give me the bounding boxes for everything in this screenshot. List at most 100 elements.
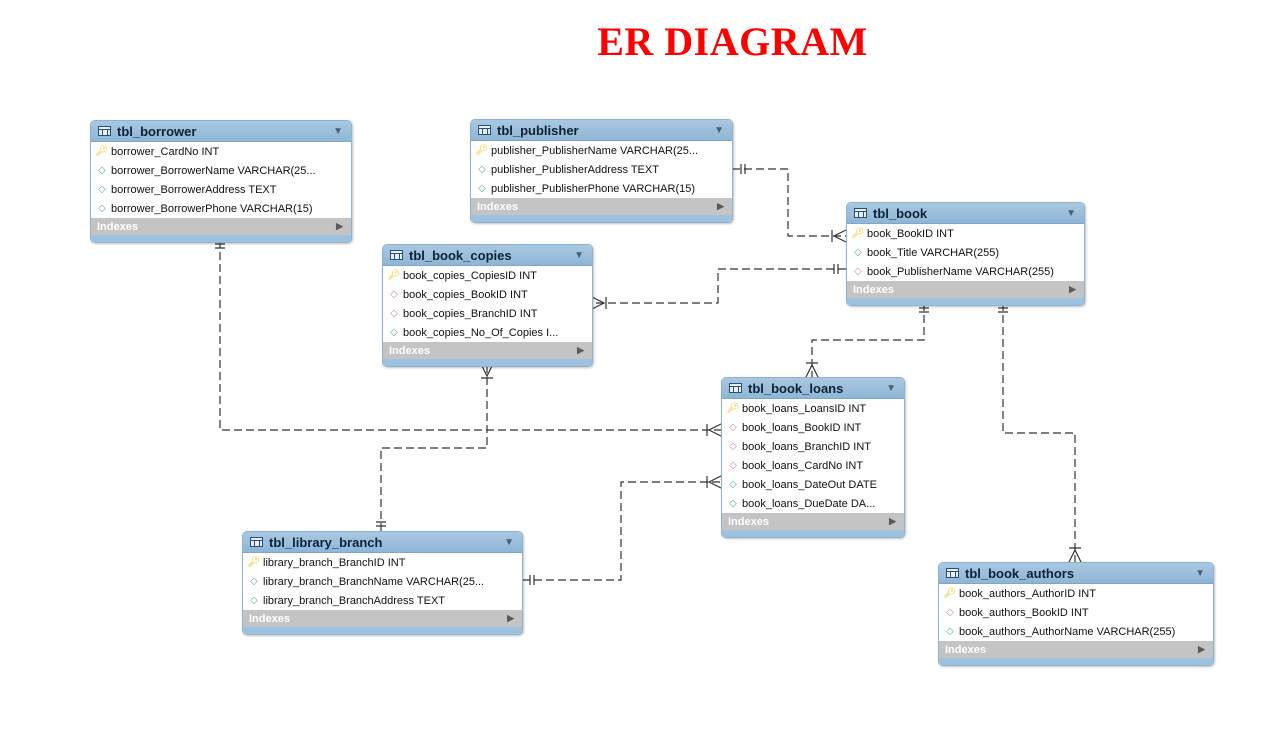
indexes-bar[interactable]: Indexes▶ [243,610,522,627]
column-diamond-icon: ◇ [250,595,258,606]
column-row[interactable]: ◇book_copies_BranchID INT [383,304,592,323]
triangle-right-icon[interactable]: ▶ [577,345,584,355]
indexes-label: Indexes [389,344,430,357]
triangle-down-icon[interactable]: ▼ [1195,567,1205,579]
indexes-bar[interactable]: Indexes▶ [91,218,351,235]
column-label: publisher_PublisherPhone VARCHAR(15) [491,182,696,195]
indexes-bar[interactable]: Indexes ▶ [939,641,1213,658]
table-header[interactable]: tbl_publisher ▼ [471,120,732,141]
column-label: book_loans_CardNo INT [742,459,864,472]
rel-branch-loans [522,481,721,581]
triangle-down-icon[interactable]: ▼ [574,249,584,261]
foreign-key-diamond-icon: ◇ [390,289,398,300]
triangle-right-icon[interactable]: ▶ [507,613,514,623]
column-diamond-icon: ◇ [729,479,737,490]
table-book-loans[interactable]: tbl_book_loans ▼ 🔑︎book_loans_LoansID IN… [721,377,905,538]
column-row[interactable]: 🔑︎book_authors_AuthorID INT [939,584,1213,603]
triangle-down-icon[interactable]: ▼ [333,125,343,137]
indexes-bar[interactable]: Indexes▶ [847,281,1084,298]
column-row[interactable]: ◇ borrower_BorrowerAddress TEXT [91,180,351,199]
column-label: book_authors_AuthorName VARCHAR(255) [959,625,1176,638]
table-book-authors[interactable]: tbl_book_authors ▼ 🔑︎book_authors_Author… [938,562,1214,666]
triangle-right-icon[interactable]: ▶ [336,221,343,231]
table-name: tbl_book_authors [965,565,1075,581]
column-row[interactable]: ◇ library_branch_BranchName VARCHAR(25... [243,572,522,591]
indexes-bar[interactable]: Indexes ▶ [383,342,592,359]
table-publisher[interactable]: tbl_publisher ▼ 🔑︎publisher_PublisherNam… [470,119,733,223]
column-row[interactable]: ◇ book_loans_BookID INT [722,418,904,437]
table-header[interactable]: tbl_book ▼ [847,203,1084,224]
column-row[interactable]: 🔑︎library_branch_BranchID INT [243,553,522,572]
triangle-right-icon[interactable]: ▶ [1198,644,1205,654]
table-footer [91,235,351,242]
column-row[interactable]: ◇borrower_BorrowerPhone VARCHAR(15) [91,199,351,218]
column-row[interactable]: ◇book_PublisherName VARCHAR(255) [847,262,1084,281]
column-row[interactable]: ◇ book_copies_BookID INT [383,285,592,304]
table-name: tbl_book_copies [409,247,512,263]
table-borrower[interactable]: tbl_borrower ▼ 🔑︎borrower_CardNo INT ◇bo… [90,120,352,243]
triangle-right-icon[interactable]: ▶ [1069,284,1076,294]
table-book-copies[interactable]: tbl_book_copies ▼ 🔑︎book_copies_CopiesID… [382,244,593,367]
key-icon: 🔑︎ [943,588,957,599]
triangle-down-icon[interactable]: ▼ [714,124,724,136]
table-header[interactable]: tbl_book_loans ▼ [722,378,904,399]
column-row[interactable]: ◇ book_loans_DateOut DATE [722,475,904,494]
foreign-key-diamond-icon: ◇ [729,422,737,433]
column-label: borrower_BorrowerAddress TEXT [111,183,277,196]
table-footer [383,359,592,366]
column-label: book_loans_BranchID INT [742,440,872,453]
triangle-down-icon[interactable]: ▼ [504,536,514,548]
column-row[interactable]: ◇book_authors_AuthorName VARCHAR(255) [939,622,1213,641]
table-header[interactable]: tbl_library_branch ▼ [243,532,522,553]
indexes-bar[interactable]: Indexes▶ [722,513,904,530]
column-diamond-icon: ◇ [478,164,486,175]
column-diamond-icon: ◇ [98,184,106,195]
table-name: tbl_library_branch [269,534,383,550]
column-row[interactable]: ◇book_copies_No_Of_Copies I... [383,323,592,342]
column-row[interactable]: ◇ book_loans_DueDate DA... [722,494,904,513]
indexes-bar[interactable]: Indexes▶ [471,198,732,215]
table-library-branch[interactable]: tbl_library_branch ▼ 🔑︎library_branch_Br… [242,531,523,635]
column-row[interactable]: ◇publisher_PublisherPhone VARCHAR(15) [471,179,732,198]
triangle-right-icon[interactable]: ▶ [717,201,724,211]
column-row[interactable]: ◇book_Title VARCHAR(255) [847,243,1084,262]
key-icon: 🔑︎ [95,146,109,157]
column-row[interactable]: ◇borrower_BorrowerName VARCHAR(25... [91,161,351,180]
column-row[interactable]: ◇book_loans_BranchID INT [722,437,904,456]
column-row[interactable]: ◇publisher_PublisherAddress TEXT [471,160,732,179]
column-row[interactable]: ◇book_authors_BookID INT [939,603,1213,622]
table-book[interactable]: tbl_book ▼ 🔑︎book_BookID INT ◇book_Title… [846,202,1085,306]
column-row[interactable]: 🔑︎book_loans_LoansID INT [722,399,904,418]
column-diamond-icon: ◇ [854,247,862,258]
column-row[interactable]: 🔑︎publisher_PublisherName VARCHAR(25... [471,141,732,160]
foreign-key-diamond-icon: ◇ [729,460,737,471]
key-icon: 🔑︎ [475,145,489,156]
column-diamond-icon: ◇ [98,203,106,214]
column-label: book_copies_BookID INT [403,288,528,301]
indexes-label: Indexes [945,643,986,656]
table-header[interactable]: tbl_book_authors ▼ [939,563,1213,584]
triangle-right-icon[interactable]: ▶ [889,516,896,526]
rel-branch-copies [380,364,488,531]
column-row[interactable]: 🔑︎borrower_CardNo INT [91,142,351,161]
rel-book-loans [811,303,925,377]
cardinality-marks [215,164,1082,585]
column-label: library_branch_BranchName VARCHAR(25... [263,575,485,588]
triangle-down-icon[interactable]: ▼ [1066,207,1076,219]
column-label: book_loans_BookID INT [742,421,862,434]
column-row[interactable]: ◇library_branch_BranchAddress TEXT [243,591,522,610]
column-diamond-icon: ◇ [250,576,258,587]
column-diamond-icon: ◇ [729,498,737,509]
triangle-down-icon[interactable]: ▼ [886,382,896,394]
column-label: book_loans_DateOut DATE [742,478,877,491]
table-icon [729,383,742,393]
column-row[interactable]: 🔑︎book_BookID INT [847,224,1084,243]
table-header[interactable]: tbl_borrower ▼ [91,121,351,142]
column-row[interactable]: ◇ book_loans_CardNo INT [722,456,904,475]
table-icon [854,208,867,218]
column-row[interactable]: 🔑︎book_copies_CopiesID INT [383,266,592,285]
table-header[interactable]: tbl_book_copies ▼ [383,245,592,266]
column-label: book_loans_DueDate DA... [742,497,876,510]
column-label: publisher_PublisherName VARCHAR(25... [491,144,699,157]
